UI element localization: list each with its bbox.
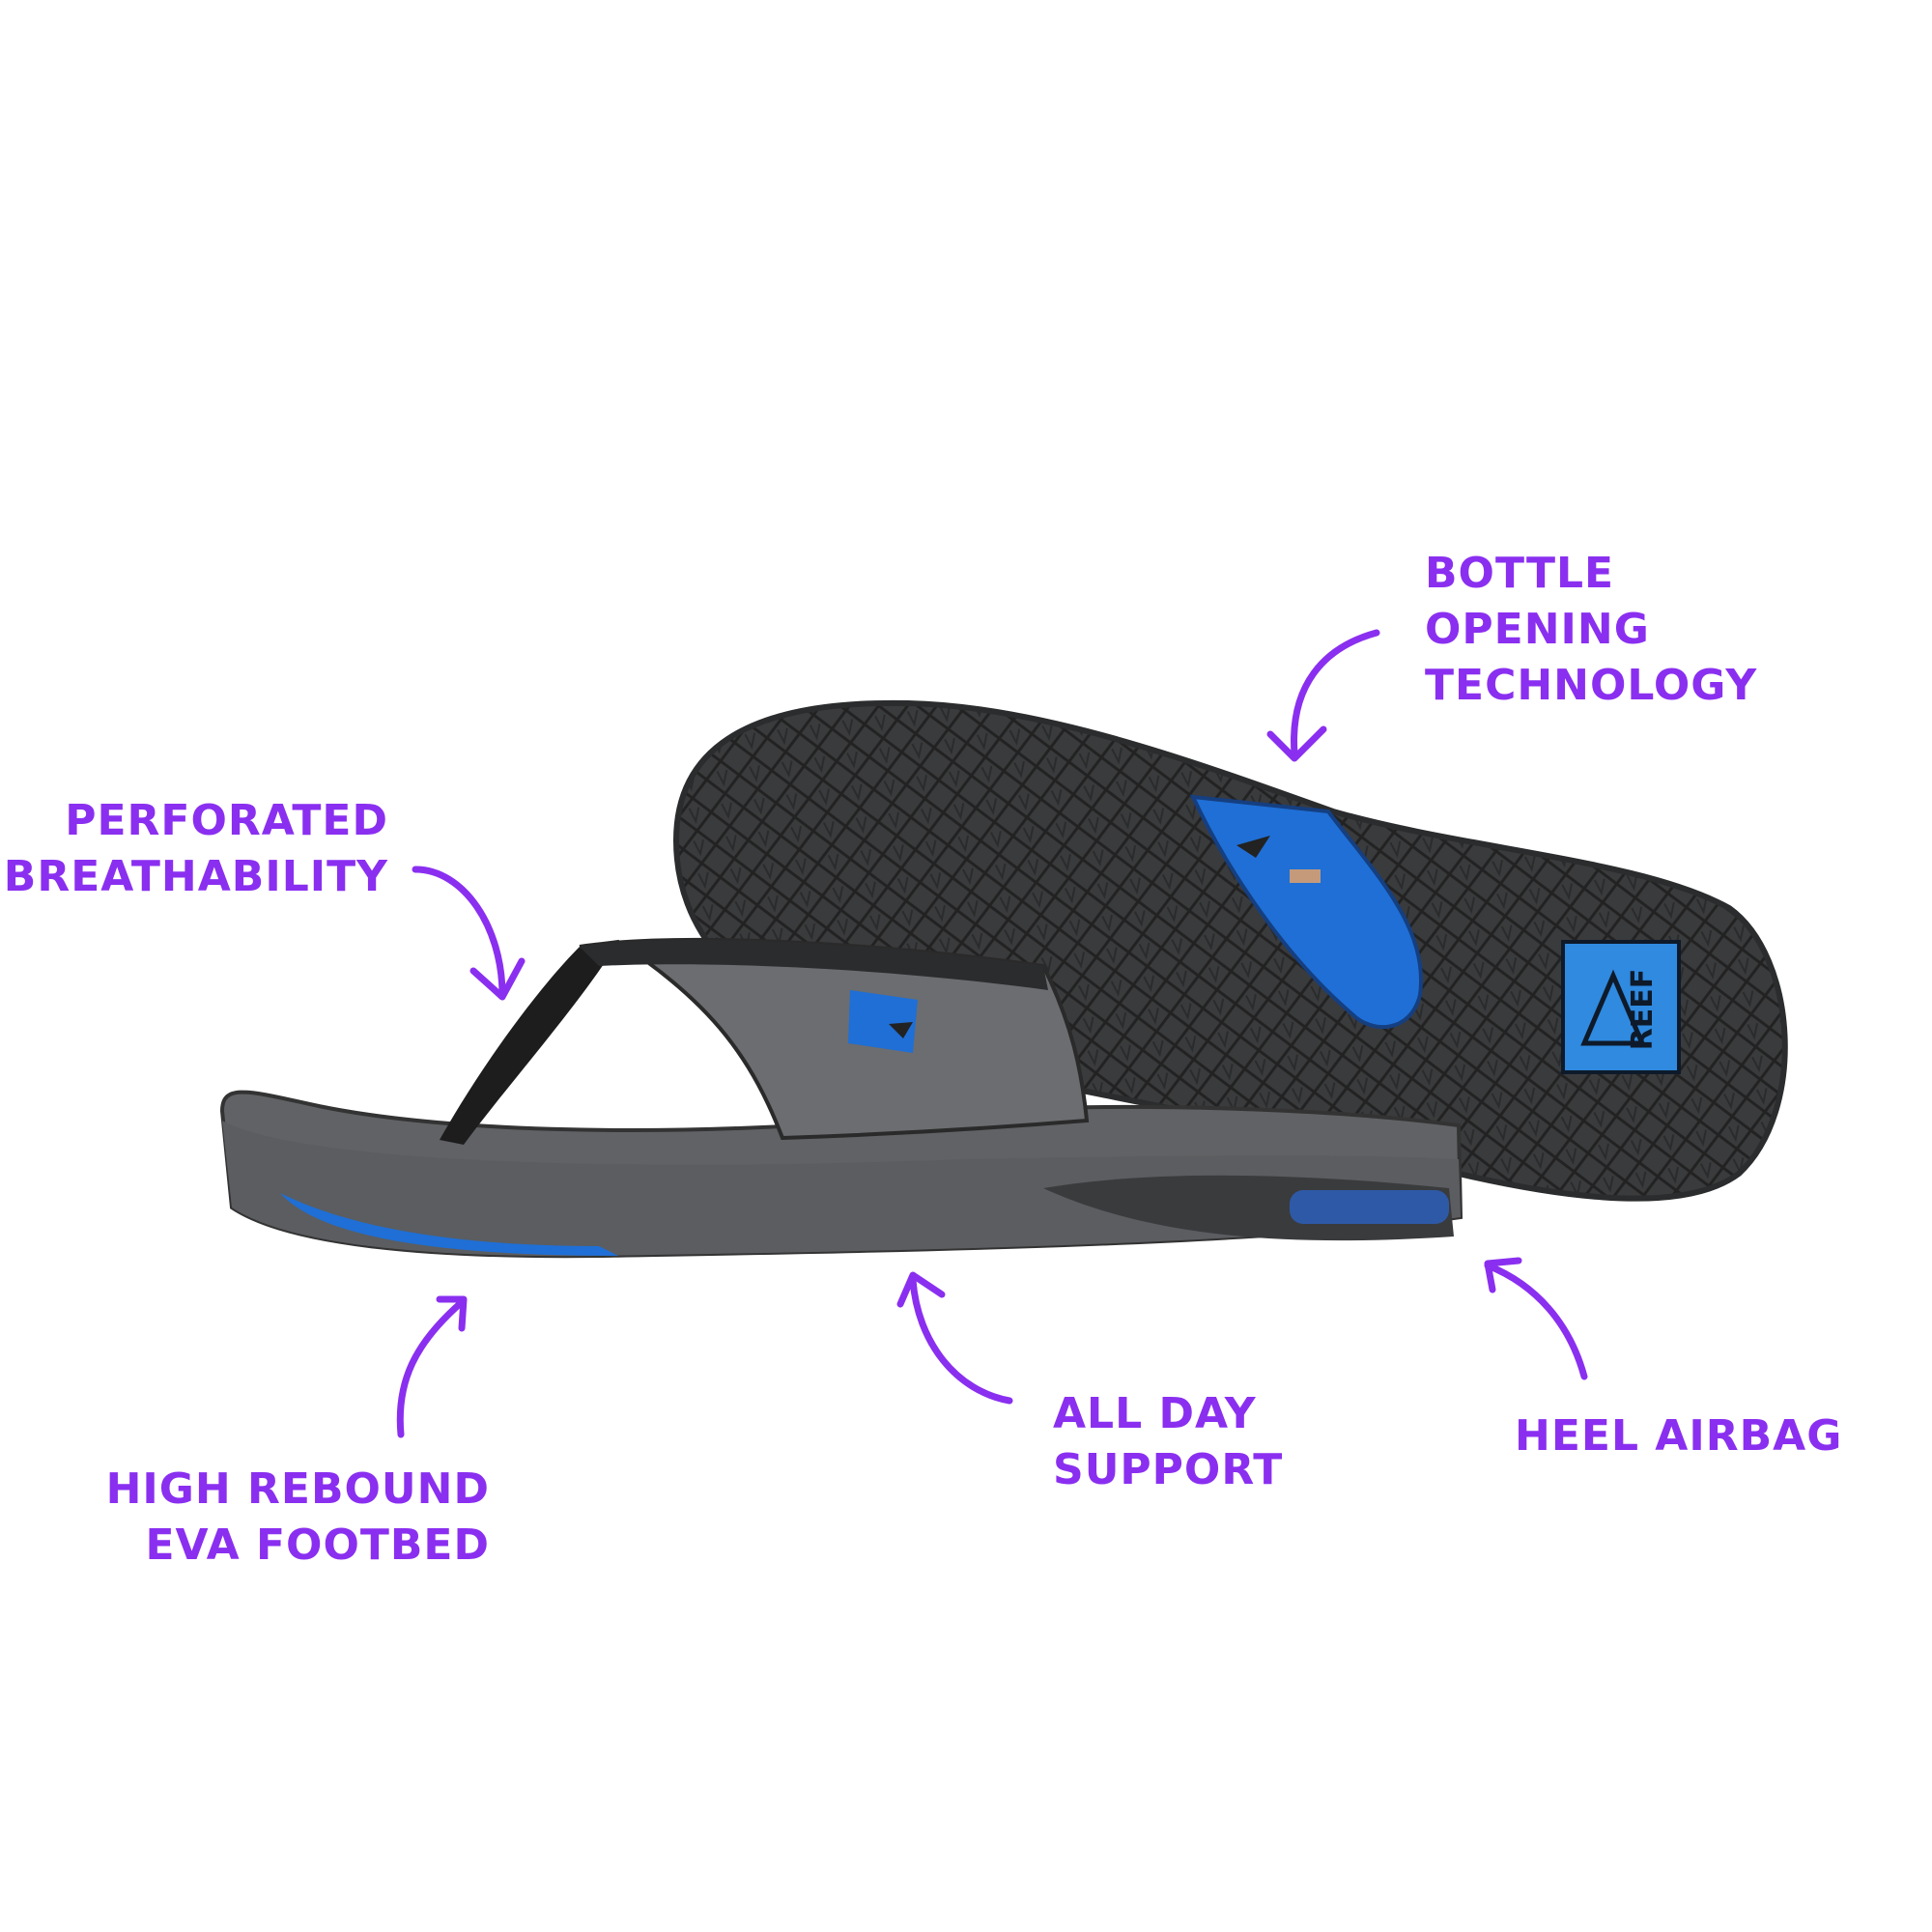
callout-heel-airbag: HEEL AIRBAG (1515, 1408, 1842, 1464)
callout-all-day-support: ALL DAY SUPPORT (1053, 1386, 1283, 1498)
callout-line: HIGH REBOUND (105, 1464, 490, 1514)
callout-line: BREATHABILITY (3, 852, 388, 901)
strap-blue-accent (848, 990, 918, 1053)
sandal-side-view (219, 937, 1463, 1259)
callout-line: ALL DAY (1053, 1389, 1257, 1438)
arrow-perforated-icon (412, 866, 506, 999)
toe-post-strap (440, 942, 618, 1145)
callout-line: OPENING (1425, 605, 1650, 654)
reef-triangle-icon (1236, 836, 1270, 858)
callout-line: PERFORATED (65, 796, 388, 845)
annotation-arrows (396, 629, 1588, 1438)
bottle-opener-insert (1189, 794, 1424, 1029)
arrow-all-day-support-icon (909, 1276, 1013, 1405)
callout-perforated: PERFORATED BREATHABILITY (4, 793, 388, 905)
callout-bottle-opening: BOTTLE OPENING TECHNOLOGY (1425, 546, 1757, 714)
blue-outsole-toe (280, 1193, 618, 1256)
arrow-high-rebound-icon (396, 1298, 466, 1438)
bottle-opener-metal (1290, 869, 1321, 883)
svg-text:REEF: REEF (1626, 969, 1660, 1051)
heel-airbag (1290, 1190, 1449, 1224)
callout-line: HEEL AIRBAG (1515, 1411, 1843, 1461)
reef-strap-logo-icon (889, 1022, 913, 1038)
reef-logo-icon (1561, 940, 1681, 1074)
callout-line: BOTTLE (1425, 549, 1615, 598)
arrow-heel-airbag-icon (1484, 1262, 1588, 1380)
arrow-bottle-opening-icon (1291, 629, 1380, 757)
callout-line: EVA FOOTBED (145, 1520, 490, 1570)
callout-line: TECHNOLOGY (1425, 661, 1758, 710)
callout-high-rebound: HIGH REBOUND EVA FOOTBED (106, 1462, 490, 1574)
sole-bottom-view: REEF (672, 699, 1788, 1202)
callout-line: SUPPORT (1053, 1445, 1284, 1494)
